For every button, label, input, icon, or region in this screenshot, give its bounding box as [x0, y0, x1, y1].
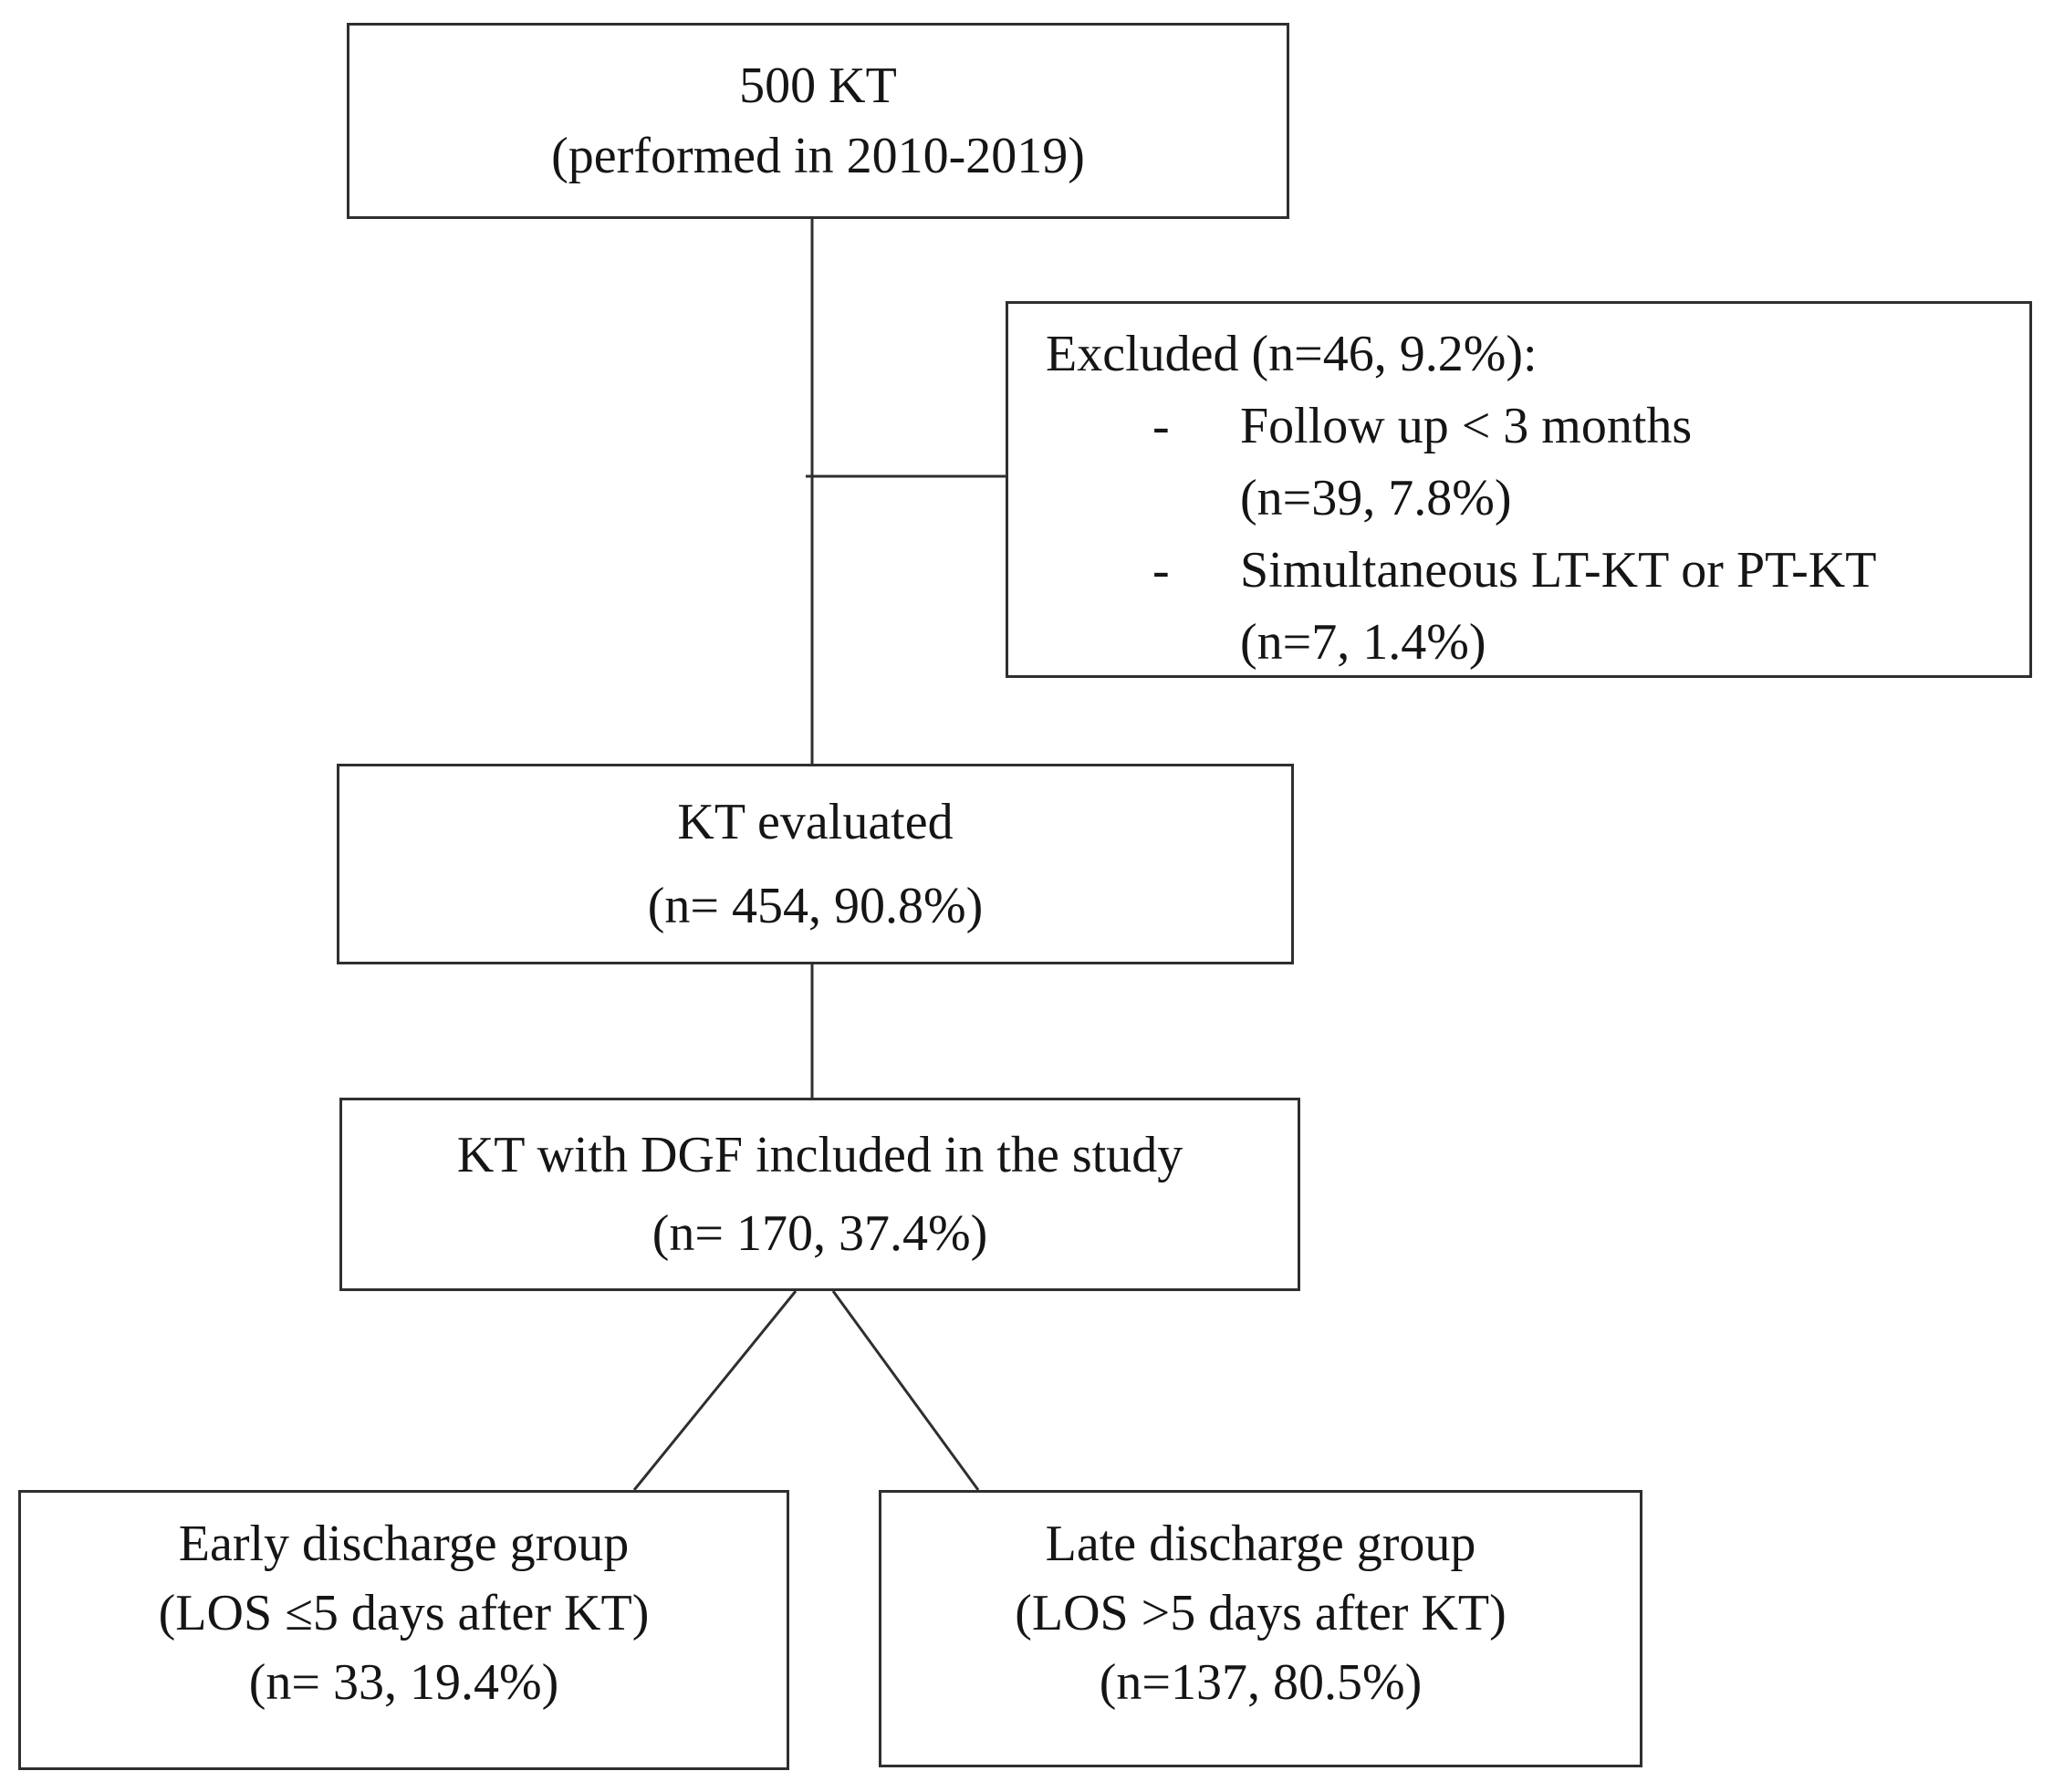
kt-dgf-count: (n= 170, 37.4%): [652, 1205, 988, 1262]
excluded-item-simultaneous-text: Simultaneous LT-KT or PT-KT: [1240, 542, 1877, 599]
early-group-label: Early discharge group: [178, 1516, 630, 1572]
early-group-criteria: (LOS ≤5 days after KT): [158, 1585, 650, 1641]
late-group-count: (n=137, 80.5%): [1099, 1654, 1423, 1711]
box-kt-evaluated: KT evaluated (n= 454, 90.8%): [337, 764, 1294, 964]
total-kt-count: 500 KT: [739, 57, 897, 114]
connector-included-to-early: [632, 1290, 798, 1491]
excluded-item-simultaneous-count: (n=7, 1.4%): [1240, 614, 1486, 671]
kt-evaluated-label: KT evaluated: [677, 794, 954, 850]
box-total-kt: 500 KT (performed in 2010-2019): [347, 23, 1289, 219]
late-group-label: Late discharge group: [1045, 1516, 1476, 1572]
box-excluded: Excluded (n=46, 9.2%): - Follow up < 3 m…: [1006, 301, 2032, 678]
excluded-item-followup-text: Follow up < 3 months: [1240, 398, 1693, 454]
excluded-item-simultaneous: - Simultaneous LT-KT or PT-KT: [1046, 535, 2011, 607]
dash-bullet: -: [1152, 542, 1170, 599]
box-kt-dgf-included: KT with DGF included in the study (n= 17…: [339, 1098, 1300, 1291]
late-group-criteria: (LOS >5 days after KT): [1015, 1585, 1507, 1641]
box-late-discharge-group: Late discharge group (LOS >5 days after …: [879, 1490, 1642, 1767]
dash-bullet: -: [1152, 398, 1170, 454]
kt-evaluated-count: (n= 454, 90.8%): [647, 878, 984, 934]
early-group-count: (n= 33, 19.4%): [248, 1654, 559, 1711]
excluded-item-followup-count: (n=39, 7.8%): [1240, 470, 1512, 526]
kt-dgf-label: KT with DGF included in the study: [456, 1127, 1183, 1183]
excluded-item-followup: - Follow up < 3 months: [1046, 391, 2011, 463]
total-kt-period: (performed in 2010-2019): [551, 127, 1085, 184]
excluded-header: Excluded (n=46, 9.2%):: [1046, 326, 1538, 382]
connector-included-to-late: [831, 1290, 980, 1491]
box-early-discharge-group: Early discharge group (LOS ≤5 days after…: [18, 1490, 789, 1770]
